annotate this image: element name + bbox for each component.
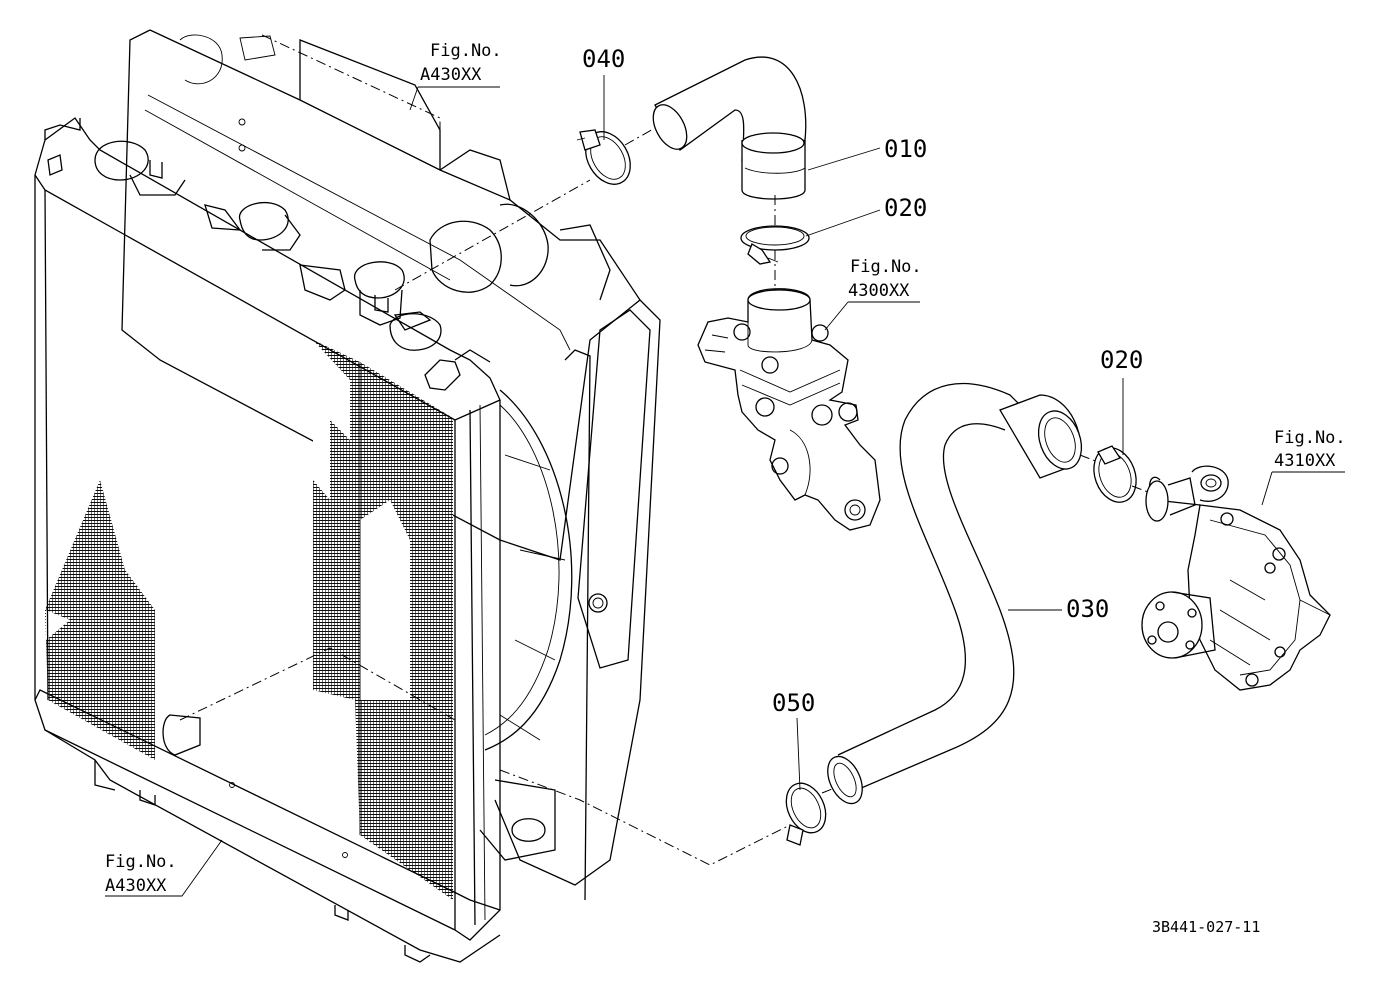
clamp-020-upper (740, 225, 810, 265)
part-label-040: 040 (582, 45, 625, 73)
fan-shroud (121, 29, 661, 901)
fig-ref-bottom-line1: Fig.No. (105, 852, 177, 872)
fig-ref-thermostat-line1: Fig.No. (850, 257, 922, 277)
fig-ref-pump-line2: 4310XX (1274, 451, 1336, 471)
fig-ref-top-line2: A430XX (420, 65, 482, 85)
part-label-010: 010 (884, 135, 927, 163)
part-label-030: 030 (1066, 595, 1109, 623)
part-label-020-lower: 020 (1100, 346, 1143, 374)
drawing-code: 3B441-027-11 (1152, 918, 1260, 936)
part-label-020-upper: 020 (884, 194, 927, 222)
clamp-050 (785, 782, 827, 846)
fig-ref-pump-line1: Fig.No. (1274, 428, 1346, 448)
radiator (34, 117, 501, 963)
fig-ref-thermostat-line2: 4300XX (848, 281, 910, 301)
figure-references: Fig.No. A430XX Fig.No. 4300XX Fig.No. 43… (105, 41, 1346, 896)
assembly-lines (179, 34, 1149, 866)
leader-lines (105, 75, 1345, 897)
fig-ref-bottom-line2: A430XX (105, 876, 167, 896)
clamp-040 (576, 129, 631, 185)
fig-ref-top-line1: Fig.No. (430, 41, 502, 61)
clamp-020-lower (1093, 445, 1137, 503)
thermostat-housing (697, 288, 881, 531)
part-label-050: 050 (772, 689, 815, 717)
water-pump (1141, 465, 1331, 691)
lower-hose (827, 383, 1083, 805)
upper-hose (652, 56, 807, 200)
part-labels: 040 010 020 020 030 050 (582, 45, 1143, 717)
